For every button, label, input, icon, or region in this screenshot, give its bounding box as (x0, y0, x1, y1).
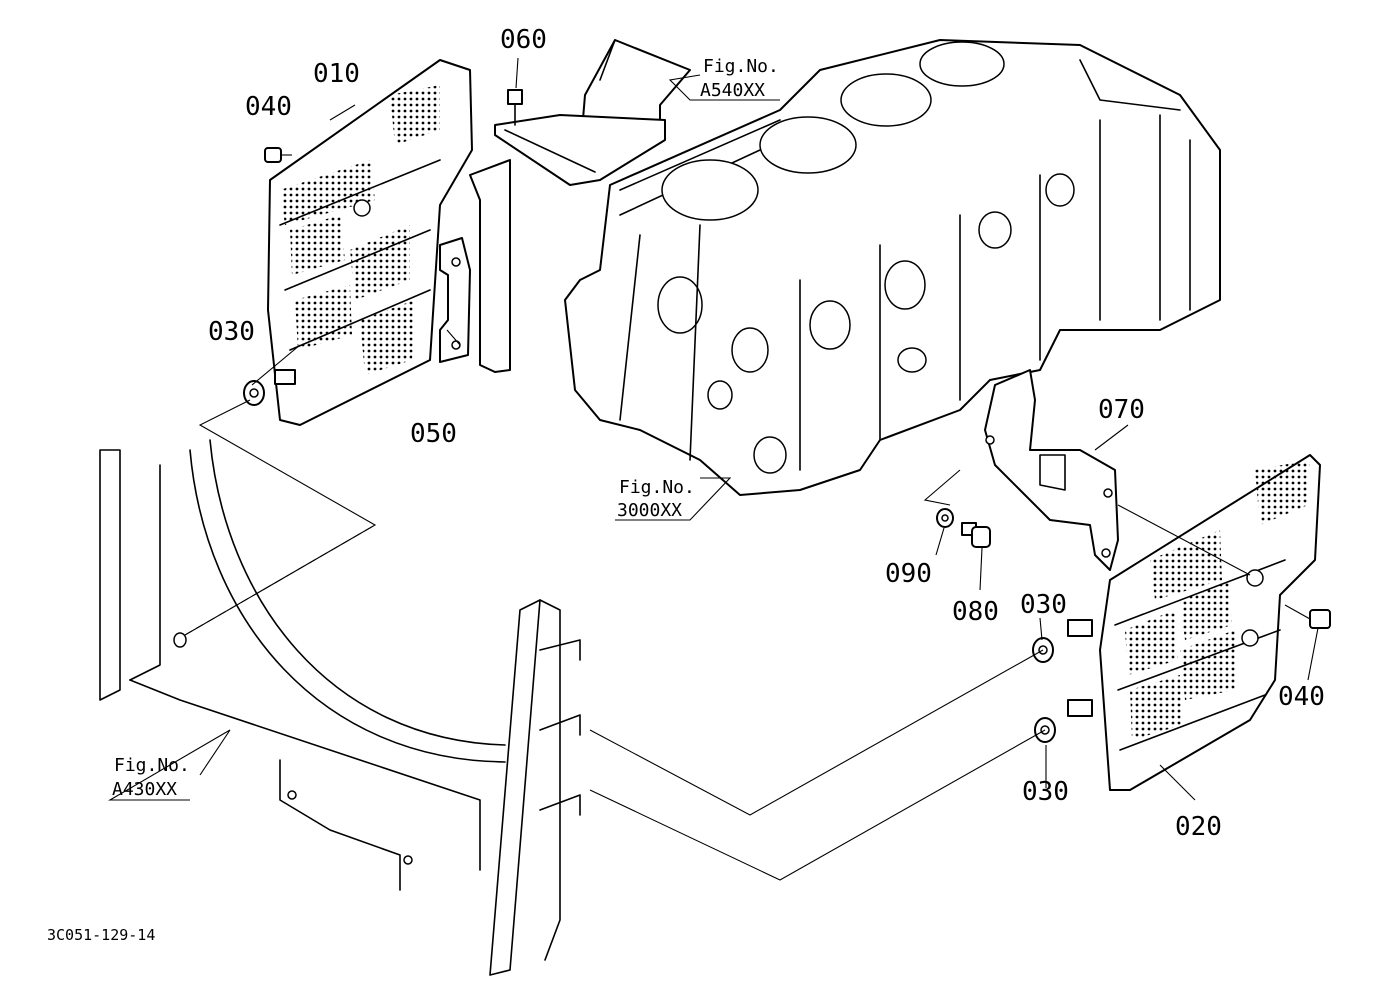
bolt-040-right (1284, 604, 1331, 629)
stud-right-upper (1067, 619, 1093, 637)
fig-ref-3000[interactable]: Fig.No. 3000XX (617, 477, 695, 521)
bolt-040-left (264, 147, 292, 163)
engine-block (564, 39, 1221, 496)
label-030-right-upper: 030 (1020, 590, 1067, 620)
drawing-code: 3C051-129-14 (47, 926, 155, 944)
label-020: 020 (1175, 812, 1222, 842)
assembly-lines (107, 57, 1319, 881)
nut-030-right-lower (1034, 717, 1056, 743)
stud-left (274, 369, 296, 385)
label-030-right-lower: 030 (1022, 777, 1069, 807)
fig-ref-3000-number: 3000XX (617, 500, 682, 521)
label-090: 090 (885, 559, 932, 589)
label-010: 010 (313, 59, 360, 89)
label-040-right: 040 (1278, 682, 1325, 712)
label-030-left: 030 (208, 317, 255, 347)
bracket-070 (984, 369, 1119, 571)
bolt-080 (961, 522, 991, 548)
washer-090 (936, 508, 954, 528)
fig-ref-a540[interactable]: Fig.No. A540XX (700, 56, 779, 101)
fan-shroud (99, 439, 581, 976)
fig-ref-a430[interactable]: Fig.No. A430XX (112, 755, 190, 800)
fig-ref-a540-number: A540XX (700, 80, 765, 101)
side-cover-010 (267, 59, 473, 426)
bolt-060 (507, 89, 523, 126)
bracket-050 (439, 159, 511, 373)
label-080: 080 (952, 597, 999, 627)
side-cover-020 (1099, 454, 1321, 791)
label-070: 070 (1098, 395, 1145, 425)
label-040-left: 040 (245, 92, 292, 122)
label-060: 060 (500, 25, 547, 55)
fig-ref-3000-label: Fig.No. (619, 477, 695, 498)
fig-ref-a430-label: Fig.No. (114, 755, 190, 776)
bracket-060 (494, 114, 666, 186)
stud-right-lower (1067, 699, 1093, 717)
label-050: 050 (410, 419, 457, 449)
nut-030-left (243, 380, 265, 406)
fig-ref-a430-number: A430XX (112, 779, 177, 800)
fig-ref-a540-label: Fig.No. (703, 56, 779, 77)
